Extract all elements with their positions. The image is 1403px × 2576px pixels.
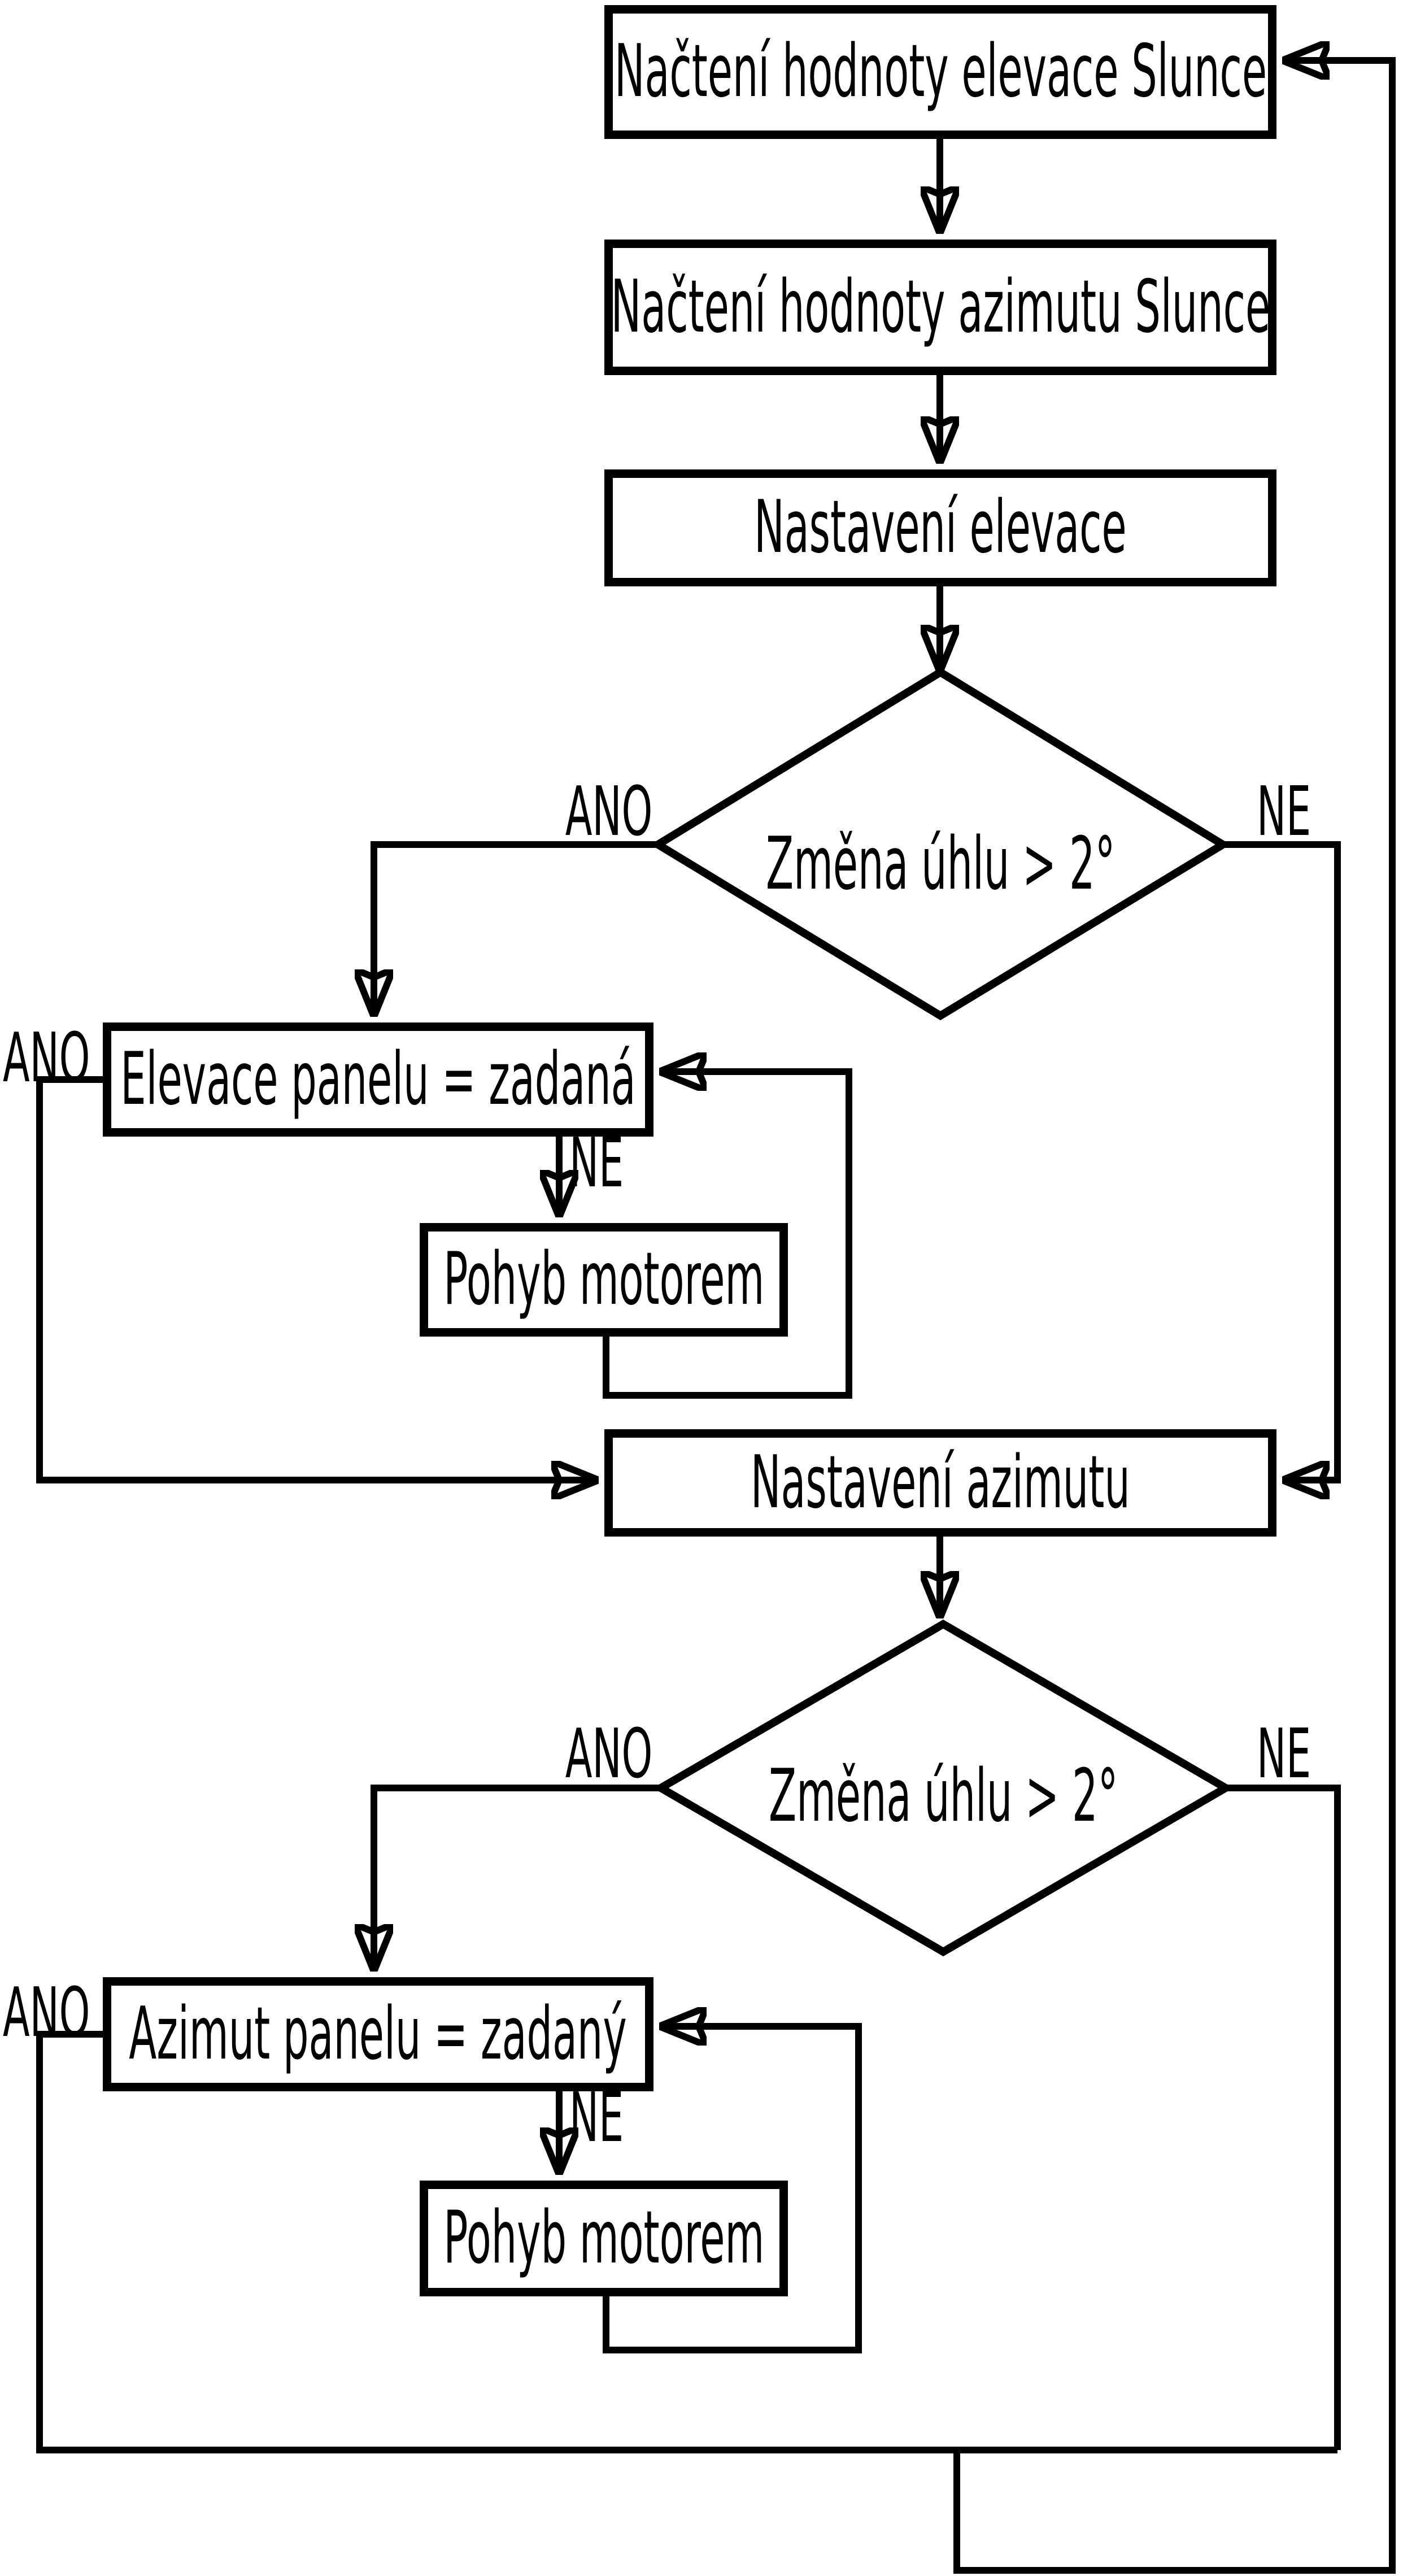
node-label: Nastavení azimutu bbox=[751, 1440, 1130, 1525]
label-ano-elevation-loop: ANO bbox=[3, 1019, 90, 1098]
node-set-elevation: Nastavení elevace bbox=[604, 469, 1276, 586]
label-ne-elevation-loop: NE bbox=[569, 1124, 624, 1203]
node-label: Elevace panelu = zadaná bbox=[120, 1037, 636, 1121]
node-label: Azimut panelu = zadaný bbox=[129, 1991, 628, 2076]
node-set-azimuth: Nastavení azimutu bbox=[604, 1429, 1276, 1537]
node-elevation-panel-equals: Elevace panelu = zadaná bbox=[103, 1022, 653, 1137]
node-label: Pohyb motorem bbox=[443, 2196, 765, 2281]
label-ano-azimuth-loop: ANO bbox=[3, 1973, 90, 2052]
label-ne-azimuth-loop: NE bbox=[569, 2078, 624, 2157]
node-label: Načtení hodnoty elevace Slunce bbox=[614, 29, 1267, 114]
node-read-sun-elevation: Načtení hodnoty elevace Slunce bbox=[604, 5, 1276, 139]
node-label: Pohyb motorem bbox=[443, 1237, 765, 1322]
decision-azimuth-angle-change: Změna úhlu > 2° bbox=[768, 1753, 1118, 1838]
node-read-sun-azimuth: Načtení hodnoty azimutu Slunce bbox=[604, 240, 1276, 375]
label-ano-decision-azimuth: ANO bbox=[565, 1715, 652, 1794]
label-ne-decision-elevation: NE bbox=[1257, 772, 1312, 851]
decision-azimuth-shape bbox=[653, 1619, 1234, 1957]
node-azimuth-motor-move: Pohyb motorem bbox=[420, 2181, 788, 2296]
decision-elevation-shape bbox=[650, 667, 1231, 1021]
node-elevation-motor-move: Pohyb motorem bbox=[420, 1223, 788, 1337]
node-label: Nastavení elevace bbox=[754, 485, 1127, 570]
decision-elevation-angle-change: Změna úhlu > 2° bbox=[765, 821, 1116, 906]
label-ano-decision-elevation: ANO bbox=[565, 772, 652, 851]
node-azimuth-panel-equals: Azimut panelu = zadaný bbox=[103, 1977, 653, 2091]
node-label: Načtení hodnoty azimutu Slunce bbox=[611, 264, 1270, 349]
label-ne-decision-azimuth: NE bbox=[1257, 1715, 1312, 1794]
